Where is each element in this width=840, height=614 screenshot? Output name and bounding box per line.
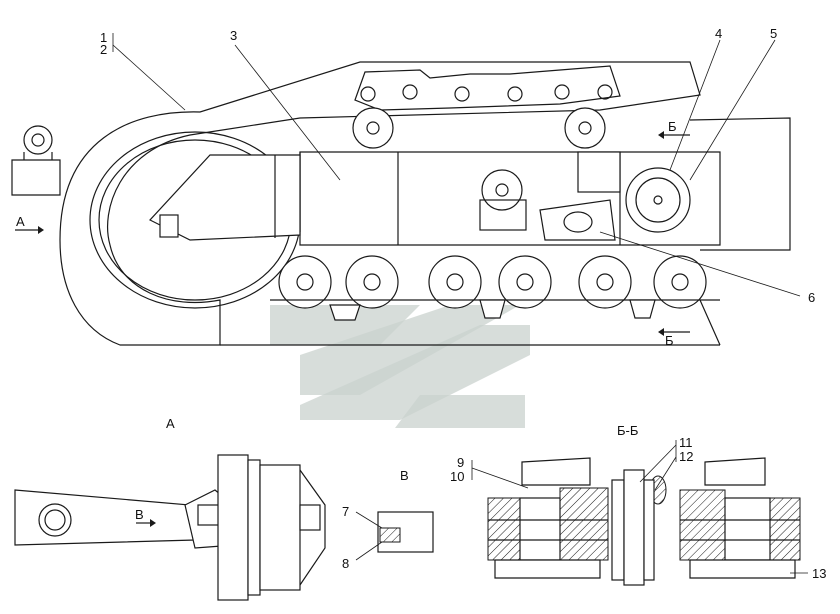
callouts-main: 1 2 3 4 5 6 bbox=[100, 26, 815, 305]
view-b-title: В bbox=[400, 468, 409, 483]
callout-13: 13 bbox=[812, 566, 826, 581]
callout-3: 3 bbox=[230, 28, 237, 43]
callout-12: 12 bbox=[679, 449, 693, 464]
callout-11: 11 bbox=[679, 435, 693, 450]
watermark-logo bbox=[270, 305, 530, 428]
callout-9: 9 bbox=[457, 455, 464, 470]
callout-1: 1 bbox=[100, 30, 107, 45]
section-mark-top: Б bbox=[668, 119, 677, 134]
arrow-a-label: А bbox=[16, 214, 25, 229]
callout-6: 6 bbox=[808, 290, 815, 305]
callout-8: 8 bbox=[342, 556, 349, 571]
section-bb-title: Б-Б bbox=[617, 423, 638, 438]
main-view bbox=[11, 61, 791, 346]
callout-5: 5 bbox=[770, 26, 777, 41]
track-links bbox=[354, 65, 621, 111]
callout-10: 10 bbox=[450, 469, 464, 484]
view-a-title: А bbox=[166, 416, 175, 431]
view-b: В 7 8 bbox=[342, 468, 434, 571]
callout-2: 2 bbox=[100, 42, 107, 57]
arrow-b-label: В bbox=[135, 507, 144, 522]
view-markers: А Б Б bbox=[15, 119, 690, 348]
section-mark-bottom: Б bbox=[665, 333, 674, 348]
view-a: А В bbox=[14, 416, 326, 601]
track-rollers bbox=[278, 255, 707, 309]
callout-7: 7 bbox=[342, 504, 349, 519]
callout-4: 4 bbox=[715, 26, 722, 41]
section-bb: Б-Б 9 10 11 12 13 bbox=[450, 423, 826, 586]
